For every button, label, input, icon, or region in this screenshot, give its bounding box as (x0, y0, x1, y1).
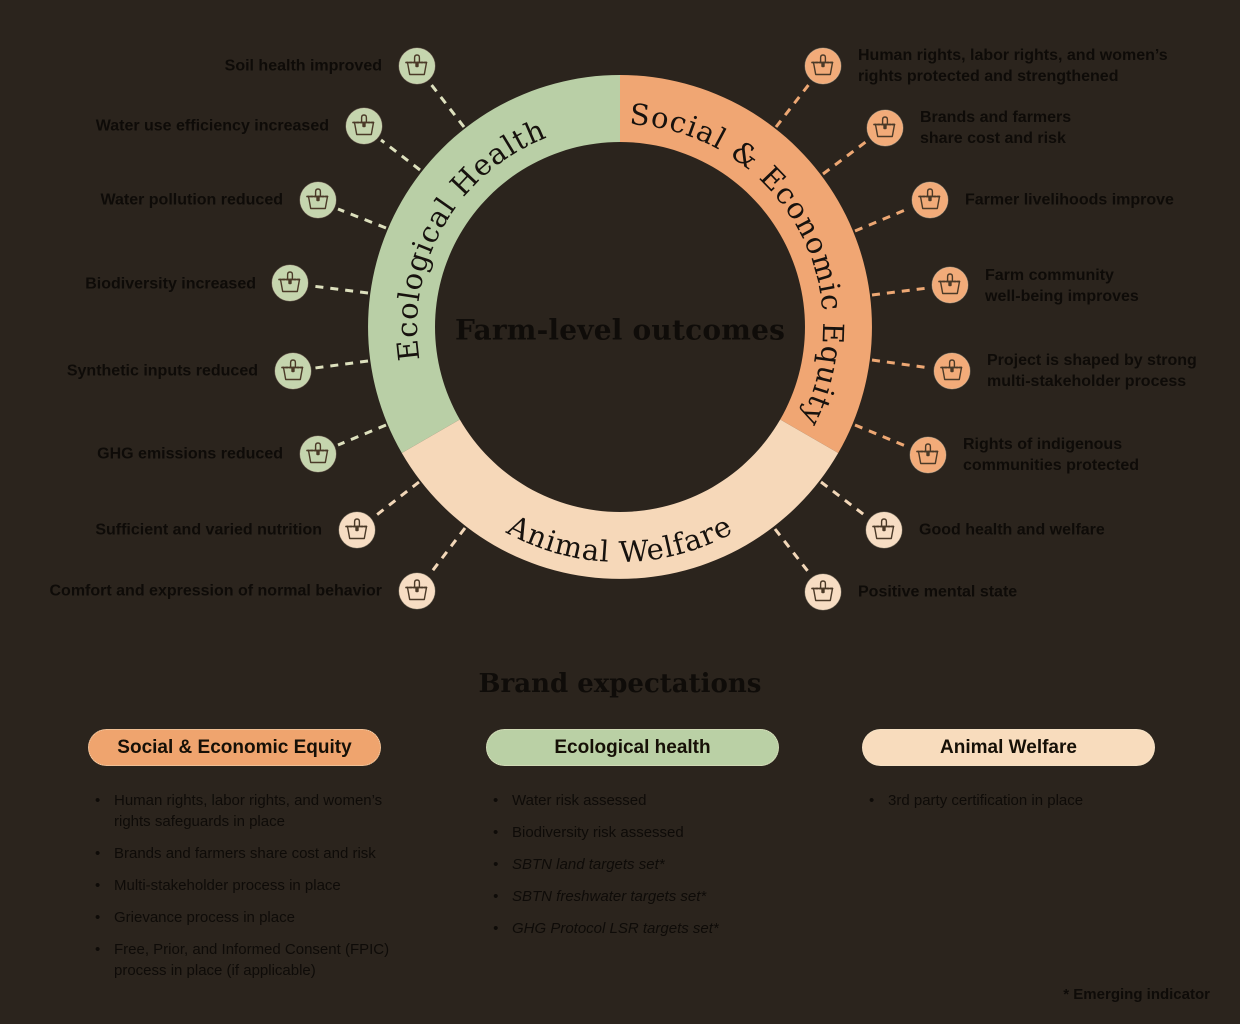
list-item: Multi-stakeholder process in place (88, 875, 428, 896)
connector-line (820, 480, 868, 519)
icon-group (271, 47, 971, 611)
expectations-column-social-economic-equity: Social & Economic Equity Human rights, l… (88, 729, 428, 992)
connector-line (822, 139, 868, 176)
connector-line (337, 423, 387, 447)
list-item: SBTN land targets set* (486, 854, 826, 875)
connector-line (773, 528, 812, 575)
outcome-label: Synthetic inputs reduced (66, 362, 258, 380)
basket-icon (271, 264, 309, 302)
connector-line (774, 82, 812, 128)
basket-icon (933, 352, 971, 390)
connector-line (314, 359, 369, 370)
connector-lines (311, 82, 931, 575)
connector-line (871, 358, 931, 370)
emerging-indicator-footnote: * Emerging indicator (1063, 986, 1210, 1003)
expectations-column-animal-welfare: Animal Welfare 3rd party certification i… (862, 729, 1202, 822)
list-item: Biodiversity risk assessed (486, 822, 826, 843)
diagram-center-title: Farm-level outcomes (454, 313, 786, 347)
outcome-label: Positive mental state (858, 583, 1018, 601)
outcome-label: Good health and welfare (919, 521, 1105, 539)
connector-line (311, 284, 369, 295)
basket-icon (299, 181, 337, 219)
outcome-label: Comfort and expression of normal behavio… (49, 582, 383, 600)
outcome-label: Project is shaped by strong multi-stakeh… (987, 352, 1197, 390)
segment-social-economic-equity (620, 75, 872, 453)
donut-diagram: Ecological Health Social & Economic Equi… (271, 47, 971, 611)
outcome-label: Water use efficiency increased (95, 117, 329, 135)
outcome-label: Brands and farmers share cost and risk (920, 109, 1072, 147)
outcome-label: GHG emissions reduced (97, 445, 283, 463)
outcome-label: Human rights, labor rights, and women’s … (858, 47, 1168, 85)
list-item: Free, Prior, and Informed Consent (FPIC)… (88, 939, 428, 981)
outcome-label: Farmer livelihoods improve (965, 191, 1174, 209)
pill-ecological-health: Ecological health (486, 729, 779, 766)
basket-icon (274, 352, 312, 390)
connector-line (380, 138, 421, 172)
list-item: SBTN freshwater targets set* (486, 886, 826, 907)
connector-line (337, 207, 387, 230)
list-item: 3rd party certification in place (862, 790, 1202, 811)
outcome-label: Water pollution reduced (100, 191, 283, 209)
basket-icon (866, 109, 904, 147)
basket-icon (398, 572, 436, 610)
arc-label-social-economic-equity: Social & Economic Equity (628, 97, 850, 432)
outcome-label: Farm community well-being improves (985, 267, 1139, 305)
expectations-list: Water risk assessed Biodiversity risk as… (486, 790, 826, 939)
connector-line (871, 286, 929, 297)
list-item: Brands and farmers share cost and risk (88, 843, 428, 864)
outcome-label: Sufficient and varied nutrition (95, 521, 322, 539)
basket-icon (345, 107, 383, 145)
list-item: Grievance process in place (88, 907, 428, 928)
pill-animal-welfare: Animal Welfare (862, 729, 1155, 766)
expectations-list: 3rd party certification in place (862, 790, 1202, 811)
expectations-column-ecological-health: Ecological health Water risk assessed Bi… (486, 729, 826, 950)
segment-ecological-health (368, 75, 620, 453)
list-item: GHG Protocol LSR targets set* (486, 918, 826, 939)
basket-icon (804, 573, 842, 611)
outcome-label: Rights of indigenous communities protect… (963, 436, 1140, 474)
pill-social-economic-equity: Social & Economic Equity (88, 729, 381, 766)
basket-icon (338, 511, 376, 549)
connector-line (428, 82, 466, 128)
basket-icon (299, 435, 337, 473)
basket-icon (931, 266, 969, 304)
basket-icon (398, 47, 436, 85)
connector-line (373, 480, 420, 519)
list-item: Human rights, labor rights, and women’s … (88, 790, 428, 832)
brand-expectations-title: Brand expectations (478, 669, 762, 699)
expectations-list: Human rights, labor rights, and women’s … (88, 790, 428, 981)
connector-line (854, 206, 911, 233)
outcome-label: Biodiversity increased (85, 275, 256, 293)
basket-icon (865, 511, 903, 549)
connector-line (854, 423, 909, 449)
segment-animal-welfare (401, 419, 839, 579)
basket-icon (804, 47, 842, 85)
basket-icon (911, 181, 949, 219)
connector-line (428, 527, 467, 575)
basket-icon (909, 436, 947, 474)
list-item: Water risk assessed (486, 790, 826, 811)
outcome-label: Soil health improved (224, 57, 382, 75)
